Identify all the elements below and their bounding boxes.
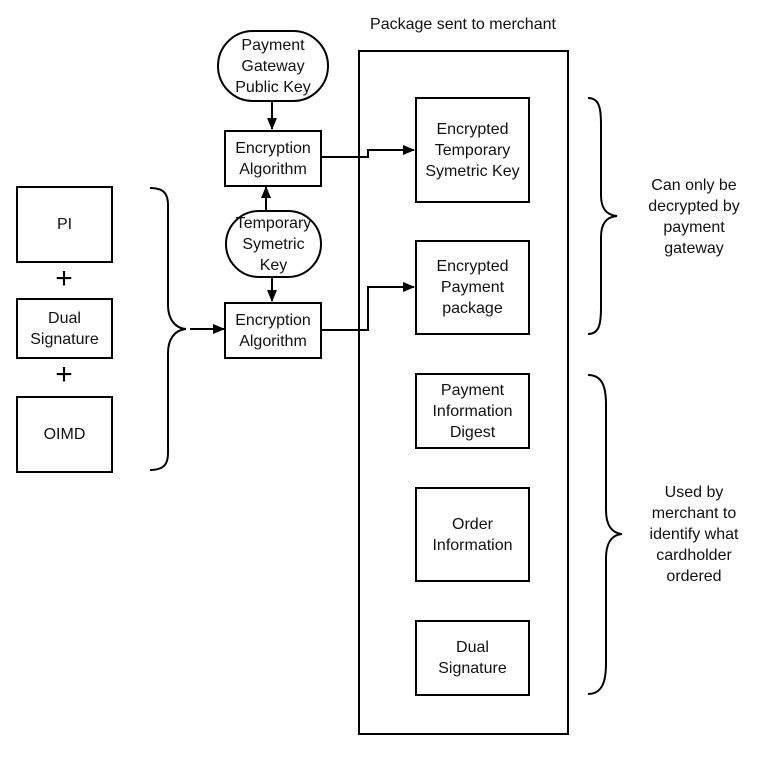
note-gateway-only: Can only be decrypted by payment gateway: [648, 177, 740, 257]
pi-box: PI: [16, 186, 113, 263]
oimd-label: OIMD: [43, 426, 86, 443]
plus-sign-2: +: [55, 358, 73, 391]
oimd-box: OIMD: [16, 396, 113, 473]
order-information-box: Order Information: [415, 487, 530, 582]
dual-signature-package-label: Dual Signature: [438, 639, 507, 677]
gateway-public-key-label: Payment Gateway Public Key: [235, 36, 311, 96]
encrypted-payment-package-label: Encrypted Payment package: [436, 258, 509, 317]
encryption-algorithm-bottom: Encryption Algorithm: [224, 302, 322, 359]
pi-label: PI: [56, 216, 73, 233]
encrypted-temporary-key-label: Encrypted Temporary Symetric Key: [425, 120, 520, 180]
encrypted-payment-package-box: Encrypted Payment package: [415, 240, 530, 335]
dual-signature-input-box: Dual Signature: [16, 298, 113, 359]
encryption-algorithm-top-label: Encryption Algorithm: [235, 139, 311, 178]
plus-sign-1: +: [55, 262, 73, 295]
order-information-label: Order Information: [432, 515, 513, 554]
arrow-encryption-to-enc-temp-key: [322, 145, 415, 158]
dual-signature-input-label: Dual Signature: [30, 309, 99, 348]
brace-inputs: [149, 187, 187, 471]
temporary-symmetric-key-node: Temporary Symetric Key: [225, 210, 322, 278]
brace-gateway-only: [587, 97, 618, 335]
temporary-symmetric-key-label: Temporary Symetric Key: [235, 214, 312, 274]
note-merchant-use: Used by merchant to identify what cardho…: [649, 484, 739, 585]
package-title: Package sent to merchant: [370, 16, 556, 33]
payment-information-digest-label: Payment Information Digest: [432, 381, 513, 441]
encryption-algorithm-top: Encryption Algorithm: [224, 130, 322, 187]
dual-signature-package-box: Dual Signature: [415, 620, 530, 696]
gateway-public-key-node: Payment Gateway Public Key: [217, 30, 329, 102]
encryption-algorithm-bottom-label: Encryption Algorithm: [235, 311, 311, 350]
arrow-encryption-to-enc-payment: [322, 282, 415, 331]
payment-information-digest-box: Payment Information Digest: [415, 373, 530, 449]
package-container: [358, 50, 569, 735]
brace-merchant-use: [587, 374, 623, 695]
encrypted-temporary-key-box: Encrypted Temporary Symetric Key: [415, 97, 530, 203]
